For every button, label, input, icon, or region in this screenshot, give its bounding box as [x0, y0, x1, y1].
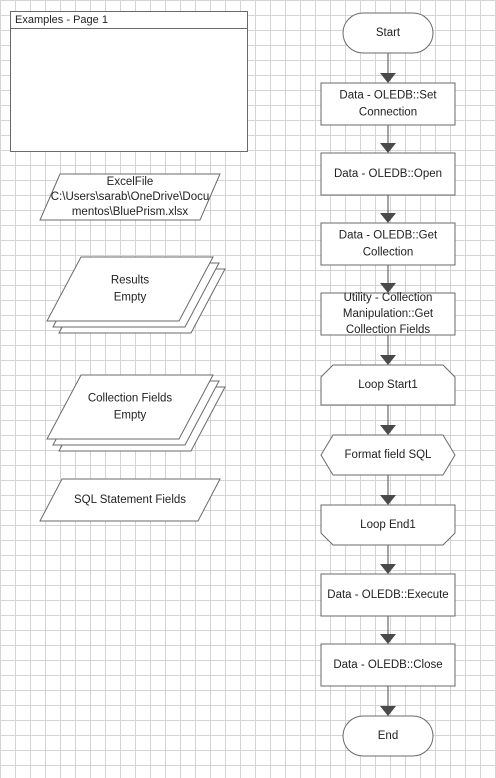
stage-label-line: ExcelFile	[107, 176, 154, 188]
stage-label-line: Data - OLEDB::Execute	[327, 589, 448, 601]
action-stage[interactable]: Data - OLEDB::Open	[320, 152, 456, 196]
connector-arrow-icon	[380, 213, 396, 223]
calculation-stage[interactable]: Format field SQL	[320, 434, 456, 476]
connector-arrow-icon	[380, 355, 396, 365]
stage-label-line: Results	[111, 275, 150, 287]
stage-label-line: Collection	[363, 247, 414, 259]
stage-label-line: Empty	[114, 292, 147, 304]
stage-label-line: Data - OLEDB::Set	[339, 90, 437, 102]
stage-label-line: Connection	[359, 107, 417, 119]
connector-arrow-icon	[380, 143, 396, 153]
terminal-stage[interactable]: End	[342, 715, 434, 757]
stage-label-line: Collection Fields	[346, 324, 431, 336]
connector-arrow-icon	[380, 425, 396, 435]
connector-arrow-icon	[380, 495, 396, 505]
stage-label-line: Data - OLEDB::Get	[339, 230, 438, 242]
stage-label-line: mentos\BluePrism.xlsx	[72, 206, 189, 218]
data-item[interactable]: SQL Statement Fields	[39, 478, 221, 522]
connector-arrow-icon	[380, 564, 396, 574]
connector-arrow-icon	[380, 73, 396, 83]
action-stage[interactable]: Data - OLEDB::Execute	[320, 573, 456, 617]
stage-label-line: Empty	[114, 410, 147, 422]
stage-label-line: Utility - Collection	[344, 292, 433, 304]
stage-label-line: C:\Users\sarab\OneDrive\Docu	[51, 191, 210, 203]
stage-label-line: End	[378, 730, 398, 742]
page-title: Examples - Page 1	[11, 12, 247, 29]
stage-label-line: Loop Start1	[358, 379, 417, 391]
terminal-stage[interactable]: Start	[342, 12, 434, 54]
action-stage[interactable]: Utility - CollectionManipulation::GetCol…	[320, 292, 456, 336]
stage-label-line: Format field SQL	[345, 449, 433, 461]
stage-label-line: Data - OLEDB::Close	[333, 659, 442, 671]
stage-label-line: Loop End1	[360, 519, 416, 531]
stage-label-line: Start	[376, 27, 401, 39]
stage-label-line: SQL Statement Fields	[74, 494, 186, 506]
stage-label-line: Data - OLEDB::Open	[334, 168, 442, 180]
page-reference-frame[interactable]: Examples - Page 1	[10, 11, 248, 152]
loop-end-stage[interactable]: Loop End1	[320, 504, 456, 546]
loop-start-stage[interactable]: Loop Start1	[320, 364, 456, 406]
connector-arrow-icon	[380, 283, 396, 293]
stage-label-line: Manipulation::Get	[343, 308, 434, 320]
connector-arrow-icon	[380, 634, 396, 644]
connector-arrow-icon	[380, 706, 396, 716]
stage-label-line: Collection Fields	[88, 393, 173, 405]
action-stage[interactable]: Data - OLEDB::Close	[320, 643, 456, 687]
